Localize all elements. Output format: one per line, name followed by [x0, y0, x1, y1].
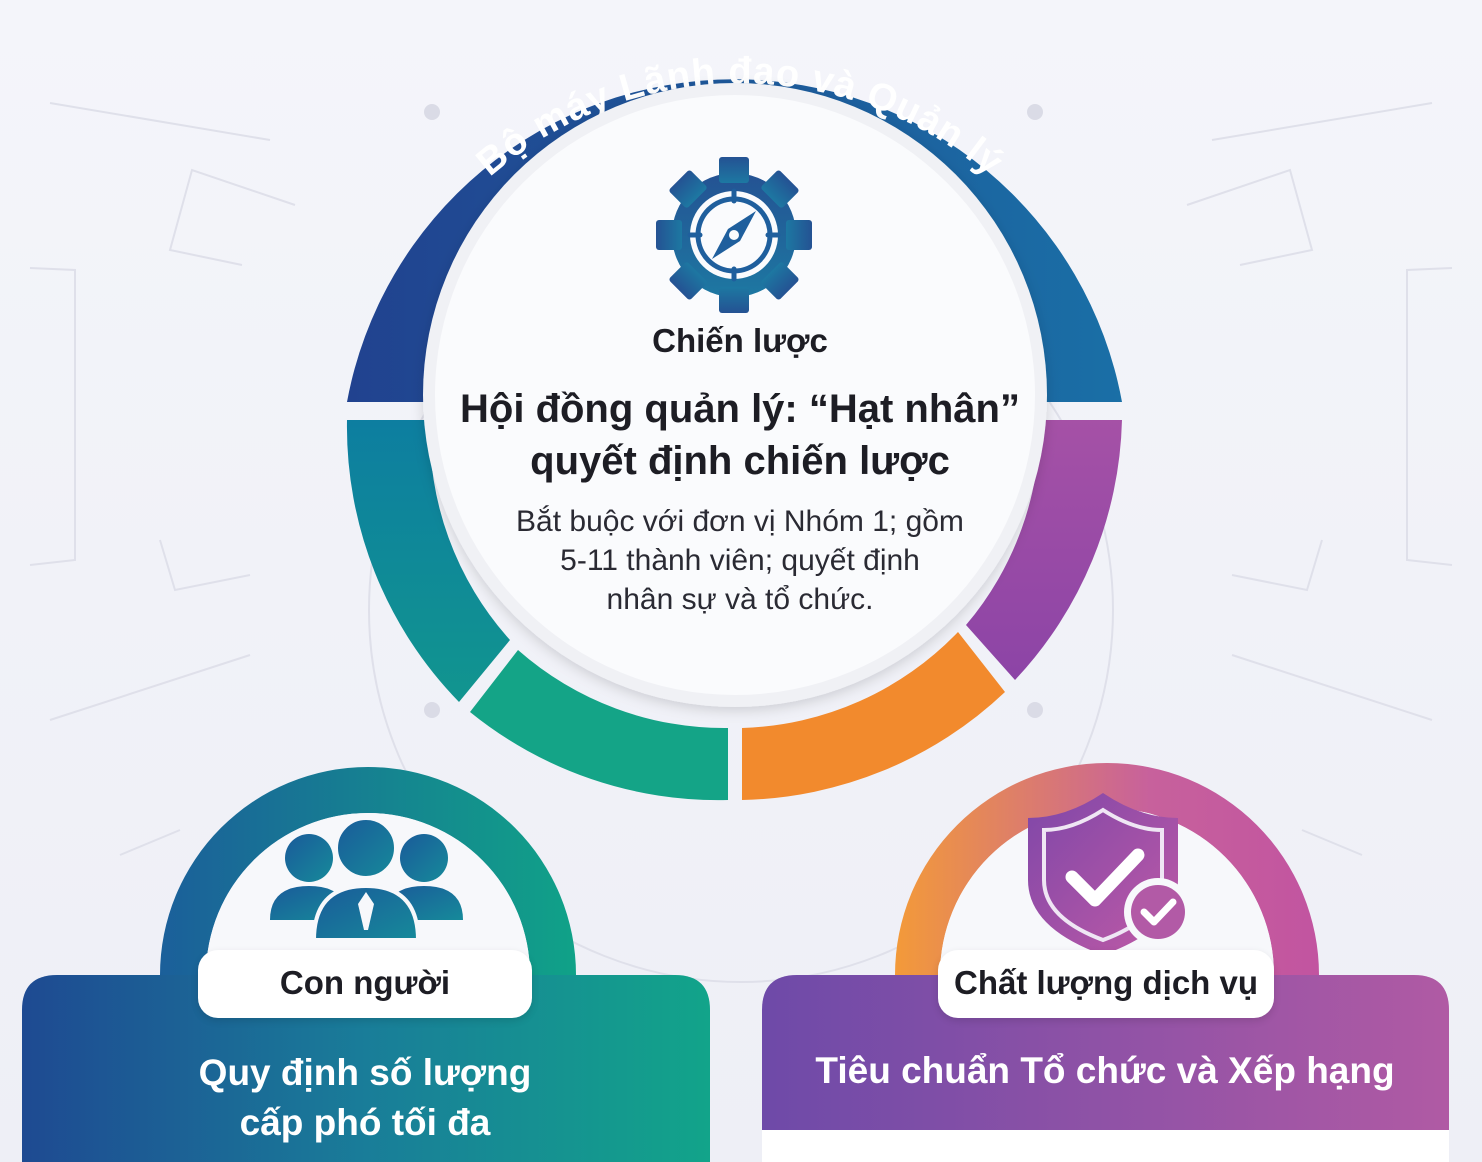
quality-ring — [895, 763, 1319, 975]
hub-desc-line: 5-11 thành viên; quyết định — [560, 544, 920, 577]
people-group-icon — [270, 816, 463, 942]
hub-title-line: Hội đồng quản lý: “Hạt nhân” — [460, 387, 1020, 431]
hub-description: Bắt buộc với đơn vị Nhóm 1; gồm 5-11 thà… — [470, 502, 1010, 619]
hub-category: Chiến lược — [652, 322, 828, 359]
hub-desc-line: Bắt buộc với đơn vị Nhóm 1; gồm — [516, 505, 964, 538]
people-ring — [160, 767, 576, 975]
ring-arc-teal — [346, 420, 510, 702]
quality-tag: Chất lượng dịch vụ — [938, 950, 1274, 1018]
ring-arc-orange — [742, 632, 1005, 800]
ring-arc-purple — [966, 420, 1122, 680]
compass-gear-icon — [656, 157, 812, 313]
quality-panel — [762, 975, 1449, 1130]
people-panel-title: Quy định số lượng cấp phó tối đa — [40, 1048, 690, 1148]
shield-check-icon — [1028, 793, 1192, 955]
people-panel-line: Quy định số lượng — [198, 1052, 532, 1093]
people-panel — [22, 975, 710, 1162]
quality-panel-title: Tiêu chuẩn Tổ chức và Xếp hạng — [815, 1050, 1395, 1091]
people-group — [22, 767, 710, 1162]
quality-panel-body — [762, 1130, 1449, 1162]
ring-arc-green — [470, 650, 728, 801]
hub-title: Hội đồng quản lý: “Hạt nhân” quyết định … — [430, 383, 1050, 487]
quality-group — [762, 763, 1449, 1162]
people-panel-line: cấp phó tối đa — [239, 1102, 491, 1143]
people-tag: Con người — [198, 950, 532, 1018]
hub-desc-line: nhân sự và tổ chức. — [606, 583, 874, 616]
hub-title-line: quyết định chiến lược — [530, 439, 950, 483]
